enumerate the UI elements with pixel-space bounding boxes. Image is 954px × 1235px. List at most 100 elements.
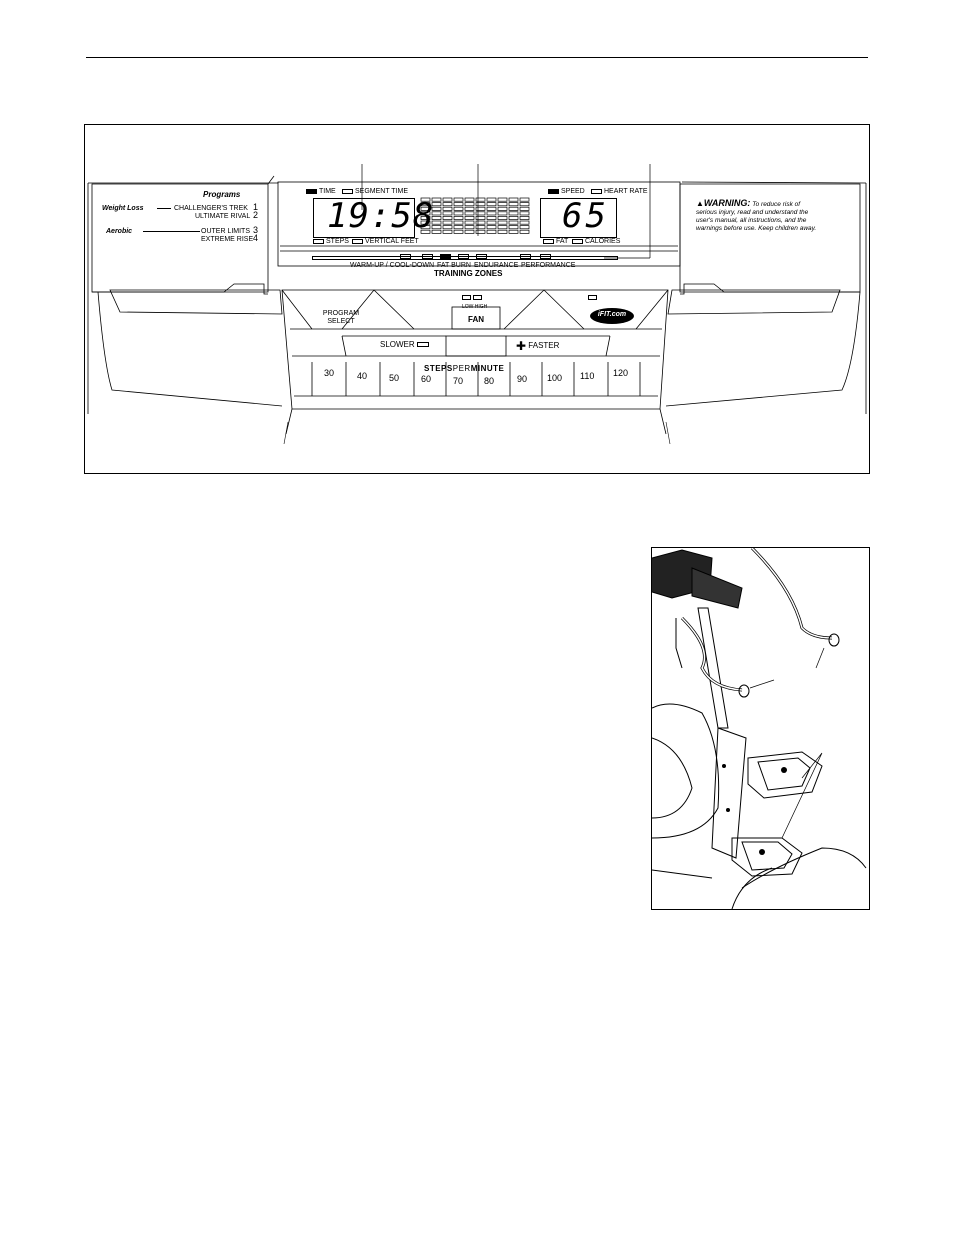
steps-indicator: STEPS (313, 237, 349, 246)
matrix-cell (486, 197, 497, 202)
matrix-cell (475, 202, 486, 207)
matrix-cell (464, 197, 475, 202)
spm-button-90[interactable]: 90 (517, 374, 528, 384)
program-2-number: 2 (253, 210, 259, 220)
matrix-cell (431, 202, 442, 207)
minus-icon (416, 342, 429, 348)
matrix-cell (442, 229, 453, 234)
ifit-light (588, 295, 597, 300)
matrix-cell (508, 197, 519, 202)
matrix-cell (486, 225, 497, 230)
spm-button-70[interactable]: 70 (453, 376, 464, 386)
matrix-cell (464, 206, 475, 211)
spm-button-80[interactable]: 80 (484, 376, 495, 386)
program-4-number: 4 (253, 233, 259, 243)
slower-button[interactable]: SLOWER (380, 340, 440, 349)
matrix-cell (442, 225, 453, 230)
spm-button-50[interactable]: 50 (389, 373, 400, 383)
fan-low-label: LOW (462, 304, 474, 310)
matrix-cell (475, 220, 486, 225)
plus-icon: ✚ (516, 339, 527, 353)
heart-rate-indicator: HEART RATE (591, 187, 648, 196)
matrix-cell (431, 229, 442, 234)
spm-title: STEPSPERMINUTE (424, 364, 504, 373)
faster-button[interactable]: ✚ FASTER (516, 339, 576, 353)
stepper-drawing (652, 548, 867, 909)
spm-button-40[interactable]: 40 (357, 371, 368, 381)
zone-light (422, 254, 433, 259)
matrix-cell (486, 229, 497, 234)
program-1: CHALLENGER'S TREK (174, 205, 248, 212)
training-zones-title: TRAINING ZONES (434, 269, 503, 278)
slower-label: SLOWER (380, 340, 415, 349)
matrix-cell (442, 202, 453, 207)
warning-icon: ▲ (696, 199, 704, 208)
matrix-cell (464, 211, 475, 216)
zone-performance-label: PERFORMANCE (521, 262, 576, 269)
matrix-cell (453, 229, 464, 234)
calories-indicator: CALORIES (572, 237, 620, 246)
segment-time-indicator-light (342, 188, 353, 194)
fan-high-label: HIGH (474, 304, 488, 310)
program-select-button[interactable]: PROGRAM SELECT (318, 310, 364, 326)
matrix-cell (486, 211, 497, 216)
zone-lights (400, 254, 560, 260)
spm-title-minute: MINUTE (470, 364, 505, 373)
steps-indicator-light (313, 238, 324, 244)
matrix-cell (420, 211, 431, 216)
program-4: EXTREME RISE (201, 236, 254, 243)
matrix-cell (519, 220, 530, 225)
time-indicator: TIME (306, 187, 336, 196)
zone-light (458, 254, 469, 259)
matrix-cell (464, 202, 475, 207)
spm-button-120[interactable]: 120 (613, 368, 629, 378)
matrix-cell (420, 225, 431, 230)
ifit-logo[interactable] (590, 308, 634, 324)
zone-light (440, 254, 451, 259)
matrix-cell (508, 216, 519, 220)
matrix-cell (464, 229, 475, 234)
matrix-cell (519, 202, 530, 207)
matrix-cell (464, 216, 475, 220)
spm-title-steps: STEPS (424, 364, 453, 373)
fan-button[interactable]: FAN (468, 315, 484, 324)
matrix-cell (442, 216, 453, 220)
warning-line-4: warnings before use. Keep children away. (696, 225, 817, 232)
weight-loss-label: Weight Loss (102, 205, 144, 212)
vertical-feet-indicator-light (352, 238, 363, 244)
spm-button-100[interactable]: 100 (547, 373, 563, 383)
fan-high-light (473, 295, 482, 301)
zone-light (476, 254, 487, 259)
spm-button-110[interactable]: 110 (580, 371, 595, 381)
matrix-cell (431, 216, 442, 220)
matrix-cell (508, 206, 519, 211)
matrix-cell (464, 220, 475, 225)
console-figure (84, 124, 870, 474)
matrix-cell (475, 216, 486, 220)
matrix-cell (431, 206, 442, 211)
matrix-cell (420, 197, 431, 202)
spm-button-30[interactable]: 30 (324, 368, 335, 378)
matrix-cell (420, 202, 431, 207)
matrix-cell (475, 211, 486, 216)
matrix-cell (486, 202, 497, 207)
matrix-cell (497, 225, 508, 230)
zone-warmup-label: WARM-UP / COOL-DOWN (350, 262, 434, 269)
program-1-number: 1 (253, 202, 259, 212)
speed-indicator: SPEED (548, 187, 585, 196)
faster-label: FASTER (528, 341, 560, 351)
zone-fatburn-label: FAT BURN (437, 262, 471, 269)
matrix-cell (453, 197, 464, 202)
program-select-line-1: PROGRAM (322, 310, 360, 317)
matrix-cell (453, 206, 464, 211)
matrix-cell (486, 220, 497, 225)
matrix-cell (431, 220, 442, 225)
matrix-cell (519, 197, 530, 202)
program-select-line-2: SELECT (327, 318, 355, 325)
calories-indicator-light (572, 238, 583, 244)
matrix-cell (486, 216, 497, 220)
spm-button-60[interactable]: 60 (421, 374, 432, 384)
matrix-cell (508, 229, 519, 234)
matrix-cell (420, 220, 431, 225)
matrix-cell (442, 206, 453, 211)
